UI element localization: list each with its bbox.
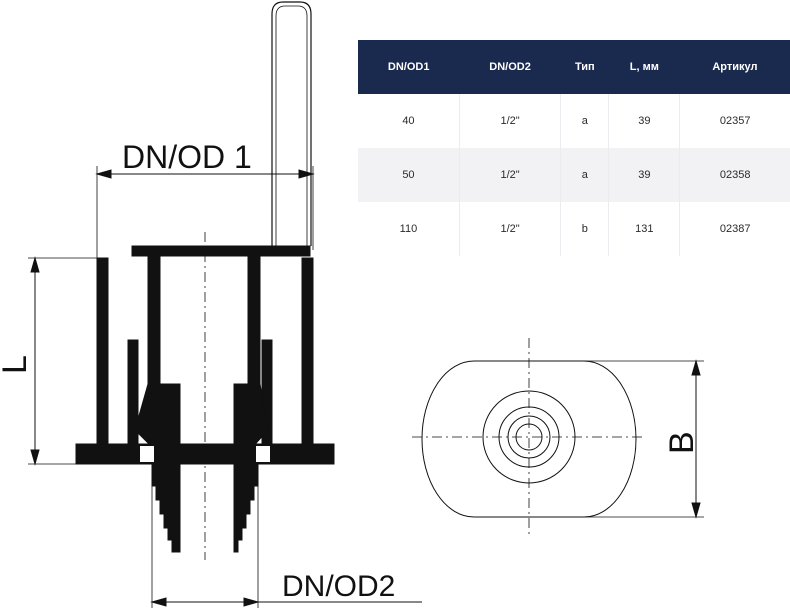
dn2-arrow-right — [243, 597, 260, 607]
cell-length: 131 — [608, 202, 681, 256]
header-type: Тип — [560, 40, 609, 94]
l-label: L — [0, 355, 34, 374]
cell-type: a — [560, 148, 610, 202]
spigot-steps-right — [233, 463, 259, 553]
cell-type: a — [560, 94, 610, 148]
table-header-row: DN/OD1 DN/OD2 Тип L, мм Артикул — [358, 40, 790, 94]
cone-left — [134, 383, 181, 451]
table-row: 110 1/2" b 131 02387 — [358, 202, 790, 256]
cell-dn-od2: 1/2" — [459, 202, 562, 256]
cell-dn-od1: 50 — [358, 148, 460, 202]
dn-od2-label: DN/OD2 — [282, 570, 395, 603]
table-row: 40 1/2" a 39 02357 — [358, 94, 790, 148]
header-article: Артикул — [679, 40, 790, 94]
cell-article: 02387 — [719, 223, 751, 235]
spec-table: DN/OD1 DN/OD2 Тип L, мм Артикул 40 1/2" … — [358, 40, 790, 256]
top-cap — [131, 245, 311, 257]
b-arrow-bottom — [691, 502, 701, 519]
table-row: 50 1/2" a 39 02358 — [358, 148, 790, 202]
cell-type: b — [560, 202, 610, 256]
dn1-arrow-right — [298, 169, 315, 179]
right-outer-wall — [301, 257, 314, 449]
cone-right — [233, 383, 269, 451]
dn2-arrow-left — [150, 597, 167, 607]
left-outer-wall — [96, 257, 109, 449]
cell-dn-od2: 1/2" — [459, 148, 562, 202]
flange-gap-right — [256, 446, 270, 462]
right-center-wall — [247, 249, 261, 385]
handle-loop — [271, 1, 312, 246]
flange-gap-left — [140, 446, 154, 462]
cell-dn-od1: 40 — [358, 94, 460, 148]
b-label: B — [663, 431, 701, 454]
dn-od1-label: DN/OD 1 — [122, 139, 252, 175]
dn1-arrow-left — [95, 169, 112, 179]
cell-length: 39 — [608, 148, 681, 202]
l-arrow-top — [30, 256, 40, 273]
side-view — [28, 1, 422, 608]
header-dn-od2: DN/OD2 — [459, 40, 561, 94]
cell-dn-od1: 110 — [358, 202, 460, 256]
spigot-steps-left — [151, 463, 181, 553]
top-view — [412, 338, 704, 534]
cell-article: 02357 — [719, 115, 751, 127]
b-arrow-top — [691, 359, 701, 376]
cell-length: 39 — [608, 94, 681, 148]
header-length: L, мм — [608, 40, 680, 94]
left-center-wall — [147, 249, 161, 385]
cell-dn-od2: 1/2" — [459, 94, 562, 148]
cell-article: 02358 — [679, 148, 790, 202]
l-arrow-bottom — [30, 449, 40, 466]
header-dn-od1: DN/OD1 — [358, 40, 460, 94]
handle-loop-inner — [275, 5, 308, 246]
